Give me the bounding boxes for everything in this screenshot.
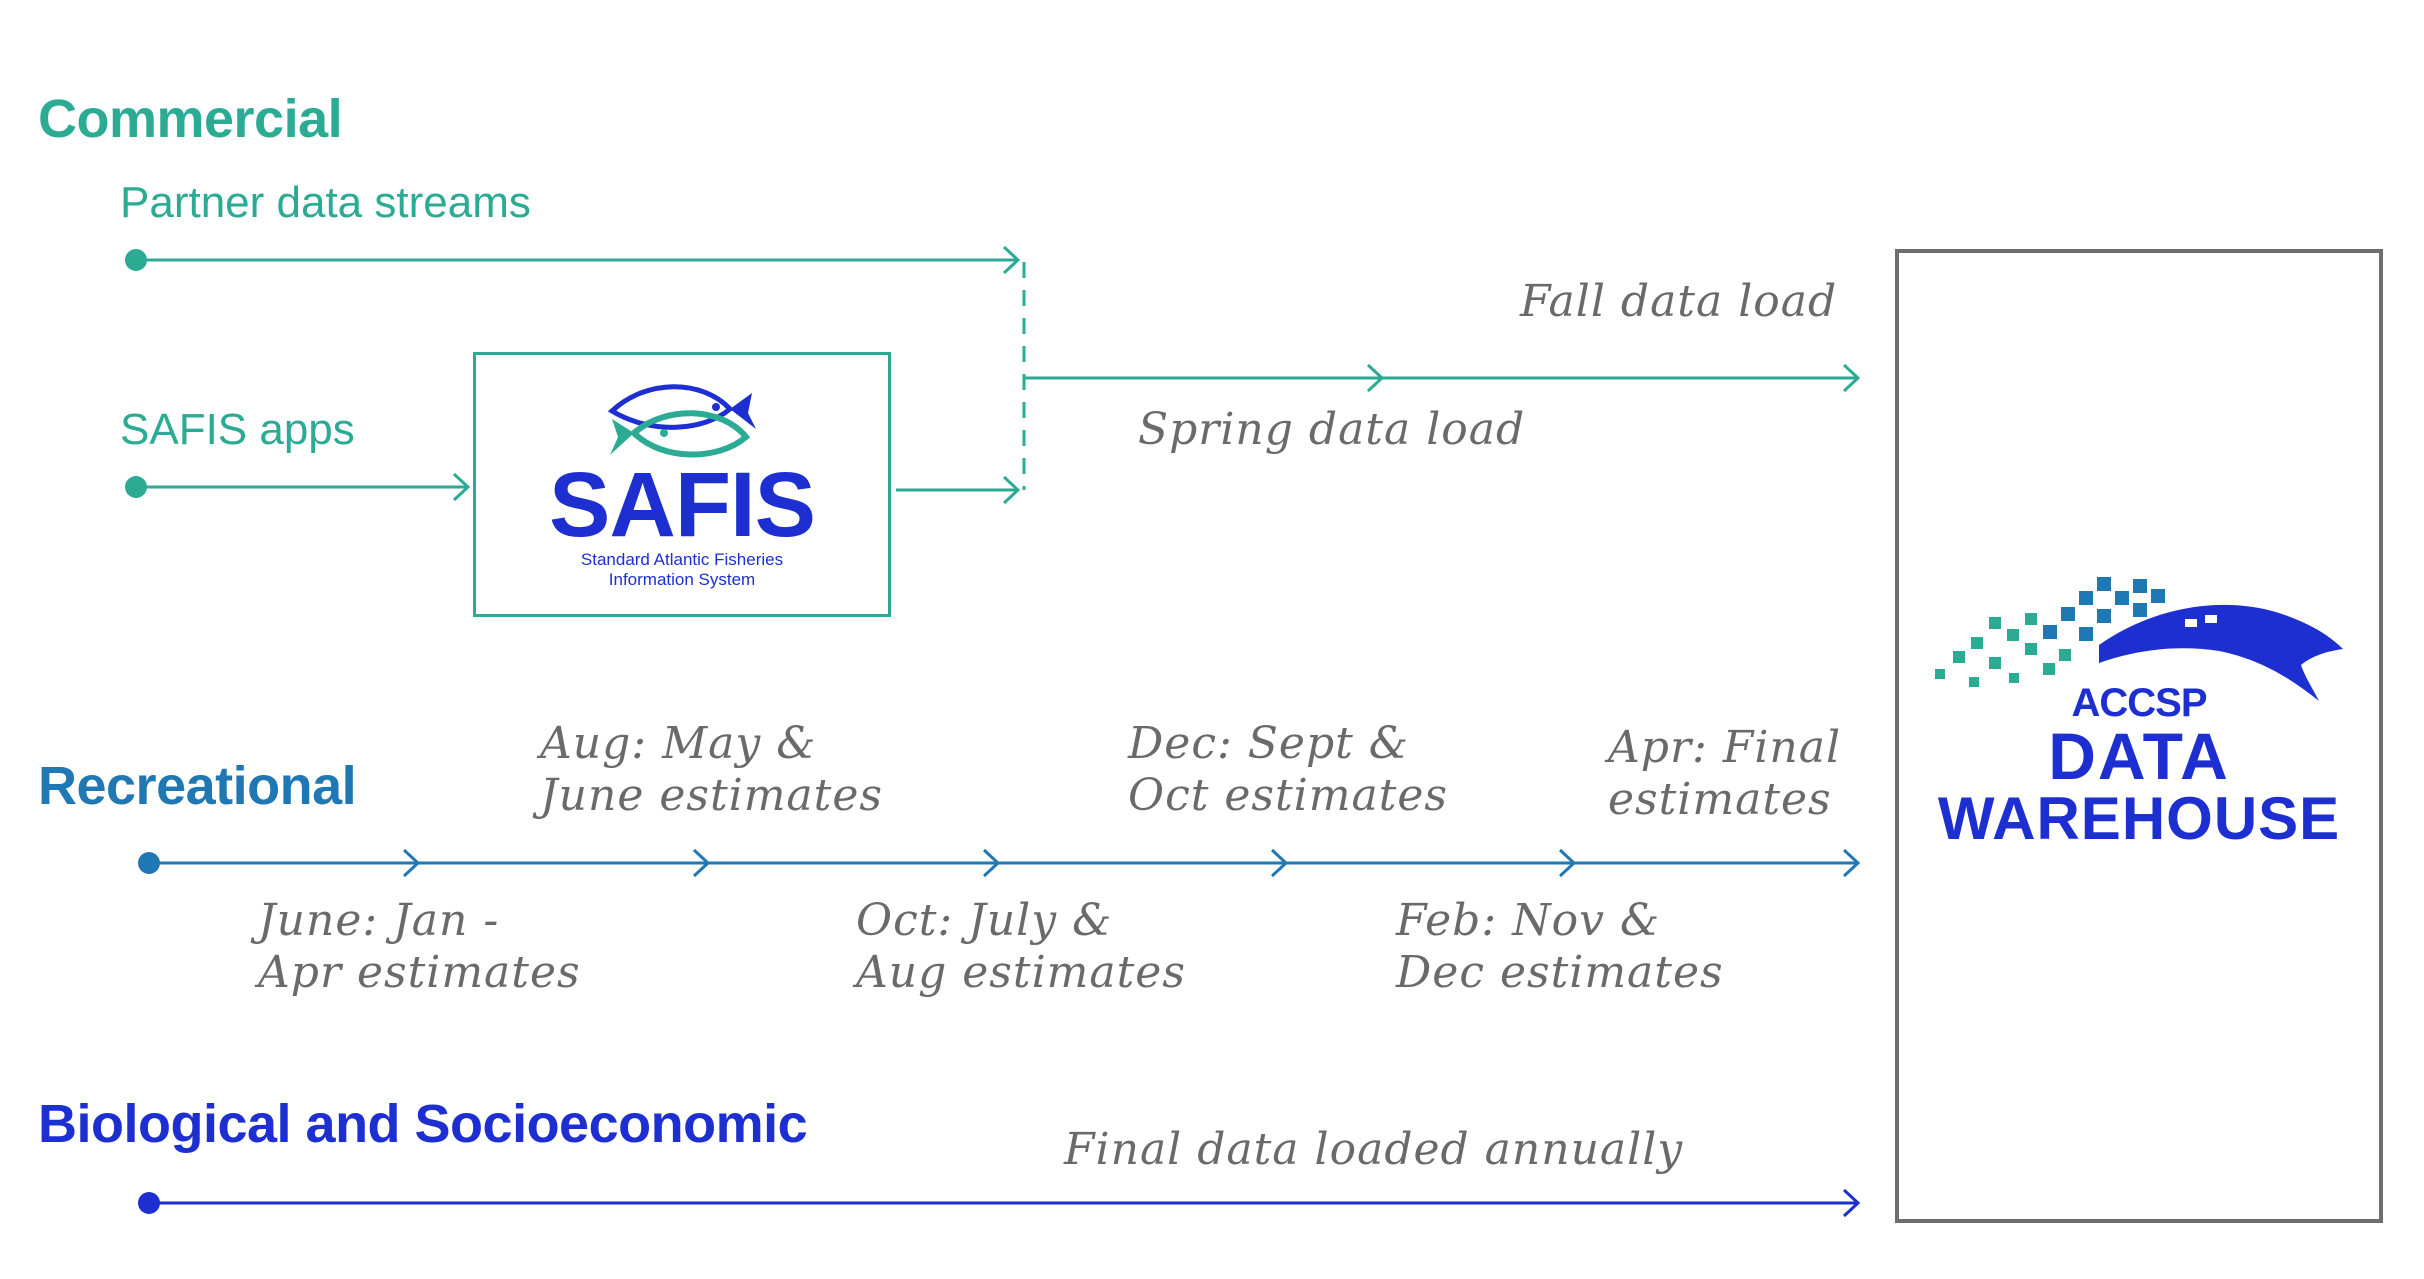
safis-apps-arrowhead — [452, 472, 471, 502]
rec-arrow-3 — [982, 848, 1001, 878]
safis-name: SAFIS — [549, 454, 816, 556]
spring-load-arrowhead — [1366, 363, 1385, 393]
rec-arrow-1 — [402, 848, 421, 878]
biological-arrowhead — [1842, 1188, 1861, 1218]
fall-load-arrowhead — [1842, 363, 1861, 393]
partner-streams-label: Partner data streams — [120, 178, 531, 227]
safis-subtitle-line1: Standard Atlantic Fisheries — [580, 550, 784, 569]
commercial-heading: Commercial — [38, 89, 343, 149]
rec-note-aug: Aug: May & June estimates — [540, 718, 883, 821]
fish-logo-icon — [607, 384, 756, 458]
safis-apps-label: SAFIS apps — [120, 405, 355, 454]
biological-note: Final data loaded annually — [1064, 1124, 1684, 1175]
data-warehouse-box: ACCSP DATA WAREHOUSE — [1895, 249, 2383, 1223]
spring-load-note: Spring data load — [1138, 404, 1526, 455]
rec-arrow-4 — [1270, 848, 1289, 878]
partner-stream-arrowhead — [1002, 245, 1021, 275]
rec-arrow-5 — [1558, 848, 1577, 878]
rec-note-june: June: Jan - Apr estimates — [258, 895, 581, 998]
recreational-heading: Recreational — [38, 756, 357, 816]
rec-note-apr: Apr: Final estimates — [1608, 722, 1842, 825]
safis-out-arrowhead — [1002, 475, 1021, 505]
fall-load-note: Fall data load — [1520, 276, 1838, 327]
biological-heading: Biological and Socioeconomic — [38, 1094, 808, 1154]
rec-note-dec: Dec: Sept & Oct estimates — [1128, 718, 1449, 821]
safis-subtitle-line2: Information System — [608, 570, 756, 589]
warehouse-data-label: DATA — [2048, 719, 2230, 793]
pixel-fish-logo-icon — [1935, 577, 2343, 701]
rec-arrow-6 — [1842, 848, 1861, 878]
rec-note-oct: Oct: July & Aug estimates — [856, 895, 1186, 998]
warehouse-accsp-label: ACCSP — [2071, 681, 2207, 725]
rec-note-feb: Feb: Nov & Dec estimates — [1396, 895, 1724, 998]
safis-box: SAFIS Standard Atlantic Fisheries Inform… — [473, 352, 891, 617]
warehouse-warehouse-label: WAREHOUSE — [1937, 785, 2341, 852]
safis-subtitle: Standard Atlantic Fisheries Information … — [476, 550, 888, 590]
rec-arrow-2 — [692, 848, 711, 878]
